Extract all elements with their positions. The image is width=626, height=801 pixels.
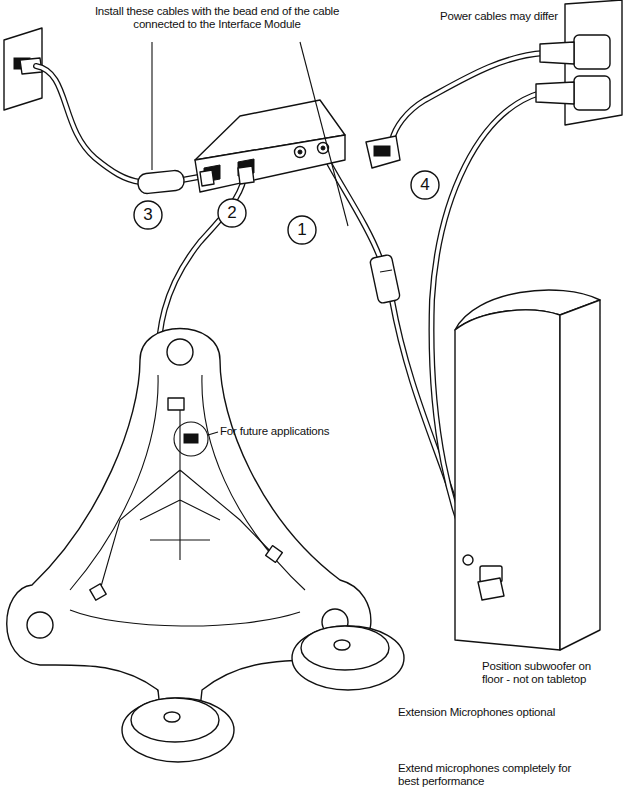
console-port xyxy=(168,398,184,410)
phone-cable xyxy=(36,66,140,182)
iec-connector xyxy=(374,146,390,156)
audio-jack xyxy=(321,146,325,150)
mic-port xyxy=(90,584,106,600)
power-cable xyxy=(392,53,544,140)
callout-number: 3 xyxy=(134,201,162,229)
phone-cable xyxy=(36,66,140,182)
mic-port xyxy=(266,546,283,563)
part-note: Extension Microphones optional xyxy=(398,706,598,719)
instruction-note: Install these cables with the bead end o… xyxy=(92,5,342,31)
rj-plug xyxy=(200,170,214,186)
note: Power cables may differ xyxy=(440,10,570,23)
power-plug xyxy=(536,82,574,104)
interface-module-front xyxy=(195,135,345,192)
callout-number: 4 xyxy=(411,171,439,199)
highlight-circle xyxy=(174,422,208,456)
subwoofer-side xyxy=(560,300,600,650)
subwoofer-back xyxy=(455,310,560,650)
mount-hole xyxy=(27,612,53,638)
placement-note: Position subwoofer on floor - not on tab… xyxy=(482,660,612,686)
mount-hole xyxy=(167,339,193,365)
power-plug xyxy=(478,578,504,600)
extension-microphone xyxy=(292,626,404,690)
leader-line xyxy=(208,432,218,435)
ferrite-bead xyxy=(369,254,400,304)
ferrite-bead xyxy=(137,170,185,195)
part-note: For future applications xyxy=(220,425,360,438)
callout-circle xyxy=(134,201,162,229)
power-outlet xyxy=(574,76,610,110)
aux-port xyxy=(184,434,198,443)
callout-number: 2 xyxy=(218,199,246,227)
console-inner-edge xyxy=(70,375,305,626)
leader-line xyxy=(151,42,152,170)
leader-line xyxy=(300,42,348,226)
callout-circle xyxy=(411,171,439,199)
callout-circle xyxy=(288,216,316,244)
mic-button xyxy=(334,640,350,650)
power-plug xyxy=(540,42,574,64)
usage-note: Extend microphones completely for best p… xyxy=(398,762,573,788)
power-cable xyxy=(392,53,544,140)
rj-plug xyxy=(238,166,254,184)
audio-jack xyxy=(295,147,306,158)
power-outlet xyxy=(574,35,610,69)
bead-detail xyxy=(380,270,392,272)
iec-connector xyxy=(366,136,400,168)
extension-microphone xyxy=(131,698,219,742)
callout-circle xyxy=(218,199,246,227)
extension-microphone xyxy=(122,698,234,762)
extension-microphone xyxy=(301,626,389,670)
callout-number: 1 xyxy=(288,216,316,244)
subwoofer-jack xyxy=(463,555,473,565)
audio-jack xyxy=(298,150,302,154)
mic-button xyxy=(164,712,180,722)
